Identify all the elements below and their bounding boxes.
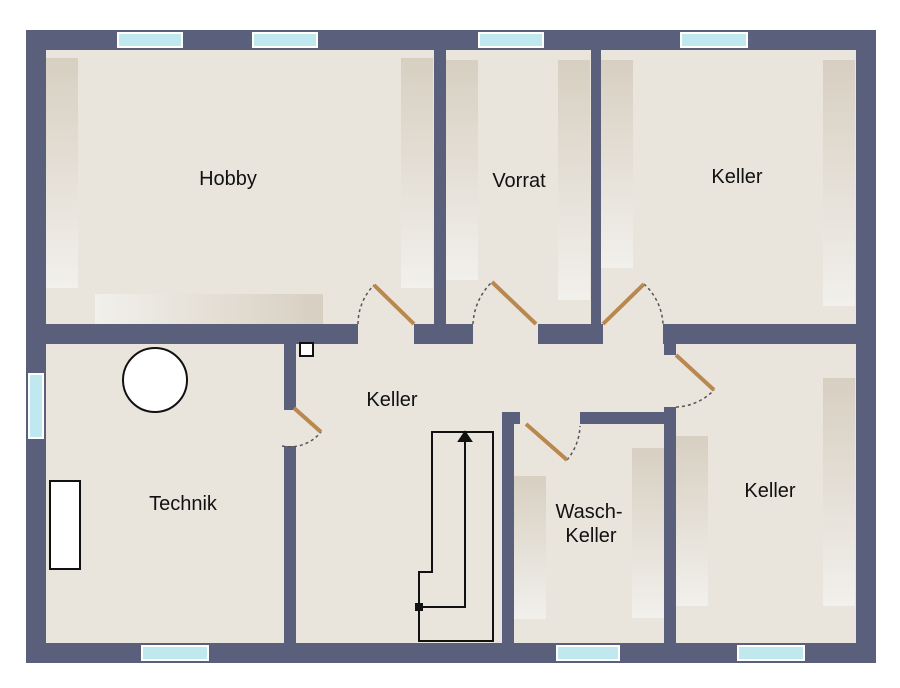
room-label-wasch-line1: Wasch- [555, 501, 622, 523]
door-swing-icon [524, 422, 581, 462]
shelf [676, 436, 708, 606]
doors [281, 280, 716, 462]
stair-start-marker [415, 603, 423, 611]
window-icon [141, 645, 209, 661]
shelf [632, 448, 664, 618]
tank-circle-icon [122, 347, 188, 413]
chimney-square-icon [299, 342, 314, 357]
shelf [446, 60, 478, 280]
windows [28, 32, 805, 661]
window-icon [117, 32, 183, 48]
technik-cabinet [49, 480, 81, 570]
shelf [558, 60, 590, 300]
window-icon [737, 645, 805, 661]
window-icon [478, 32, 544, 48]
window-icon [252, 32, 318, 48]
room-flur-door-openings [282, 410, 298, 446]
shelf [514, 476, 546, 619]
room-flur-door-openings [473, 322, 538, 346]
room-keller-bottom-right-door-opening [662, 355, 678, 407]
window-icon [556, 645, 620, 661]
shelf [823, 60, 855, 306]
shelf [46, 58, 78, 288]
shelf [823, 378, 855, 606]
room-label-hobby: Hobby [199, 168, 257, 190]
door-swing-icon [674, 353, 716, 408]
door-swing-icon [472, 280, 538, 326]
room-flur-door-openings [603, 322, 663, 346]
door-swing-icon [357, 283, 416, 326]
room-label-flur: Keller [366, 389, 417, 411]
door-swing-icon [281, 406, 323, 448]
room-wasch-door-opening [520, 410, 580, 426]
room-label-vorrat: Vorrat [492, 170, 546, 192]
room-label-keller-bottom-right: Keller [744, 480, 795, 502]
window-icon [680, 32, 748, 48]
shelf [401, 58, 433, 288]
shelves [46, 58, 855, 619]
shelf [95, 294, 323, 324]
stair-walk-line [419, 440, 466, 608]
room-label-keller-top-right: Keller [711, 166, 762, 188]
room-label-technik: Technik [149, 493, 218, 515]
room-labels: Hobby Vorrat Keller Keller Technik Wasch… [149, 166, 796, 547]
room-flur-door-openings [358, 322, 414, 346]
staircase-arrow-icon [415, 430, 494, 642]
room-flur-floor-lower [296, 412, 502, 643]
room-label-wasch-line2: Keller [565, 525, 616, 547]
door-swing-icon [601, 282, 664, 326]
room-keller-top-right-floor [601, 50, 856, 324]
stair-outline [418, 431, 494, 642]
window-icon [28, 373, 44, 439]
shelf [601, 60, 633, 268]
room-hobby-floor [46, 50, 434, 324]
stair-arrow-head [457, 430, 473, 442]
room-flur-floor [296, 344, 664, 412]
